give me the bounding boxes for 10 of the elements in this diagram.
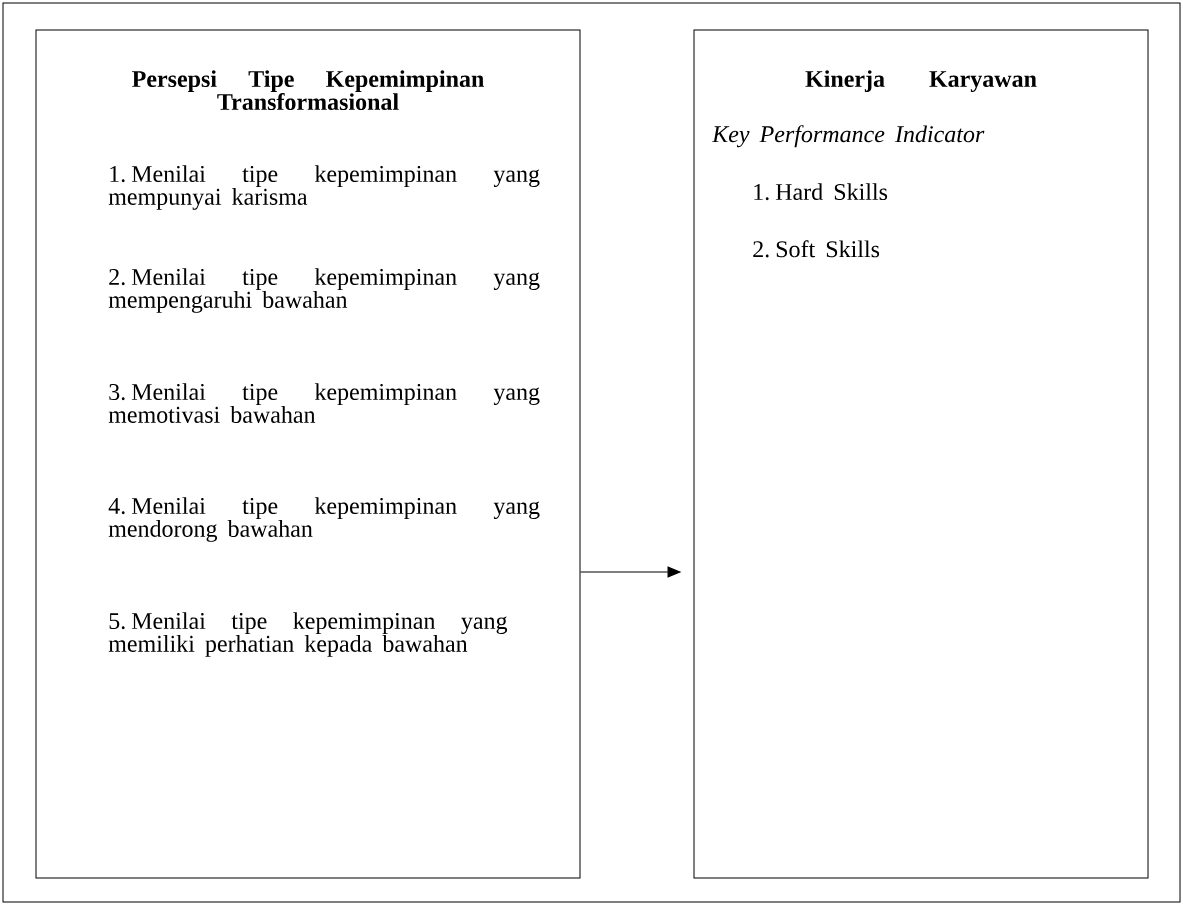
- indicator-text: Key Performance Indicator: [711, 125, 985, 148]
- list-item: 1. Hard Skills: [754, 183, 888, 201]
- list-item: 3. Menilai tipe kepemimpinan yang memotivasi bawahan: [108, 383, 540, 423]
- list-item: 5. Menilai tipe kepemimpinan yang memiliki perhatian kepada bawahan: [108, 612, 508, 657]
- box-heading: Persepsi Tipe Kepemimpinan Transformasional: [132, 70, 484, 111]
- list-item: 1. Menilai tipe kepemimpinan yang mempunyai karisma: [108, 165, 540, 210]
- list-item: 2. Soft Skills: [753, 240, 880, 258]
- box-heading: Kinerja Karyawan: [805, 70, 1037, 92]
- list-item: 4. Menilai tipe kepemimpinan yang mendorong bawahan: [108, 497, 540, 542]
- list-item: 2. Menilai tipe kepemimpinan yang mempengaruhi bawahan: [108, 268, 540, 313]
